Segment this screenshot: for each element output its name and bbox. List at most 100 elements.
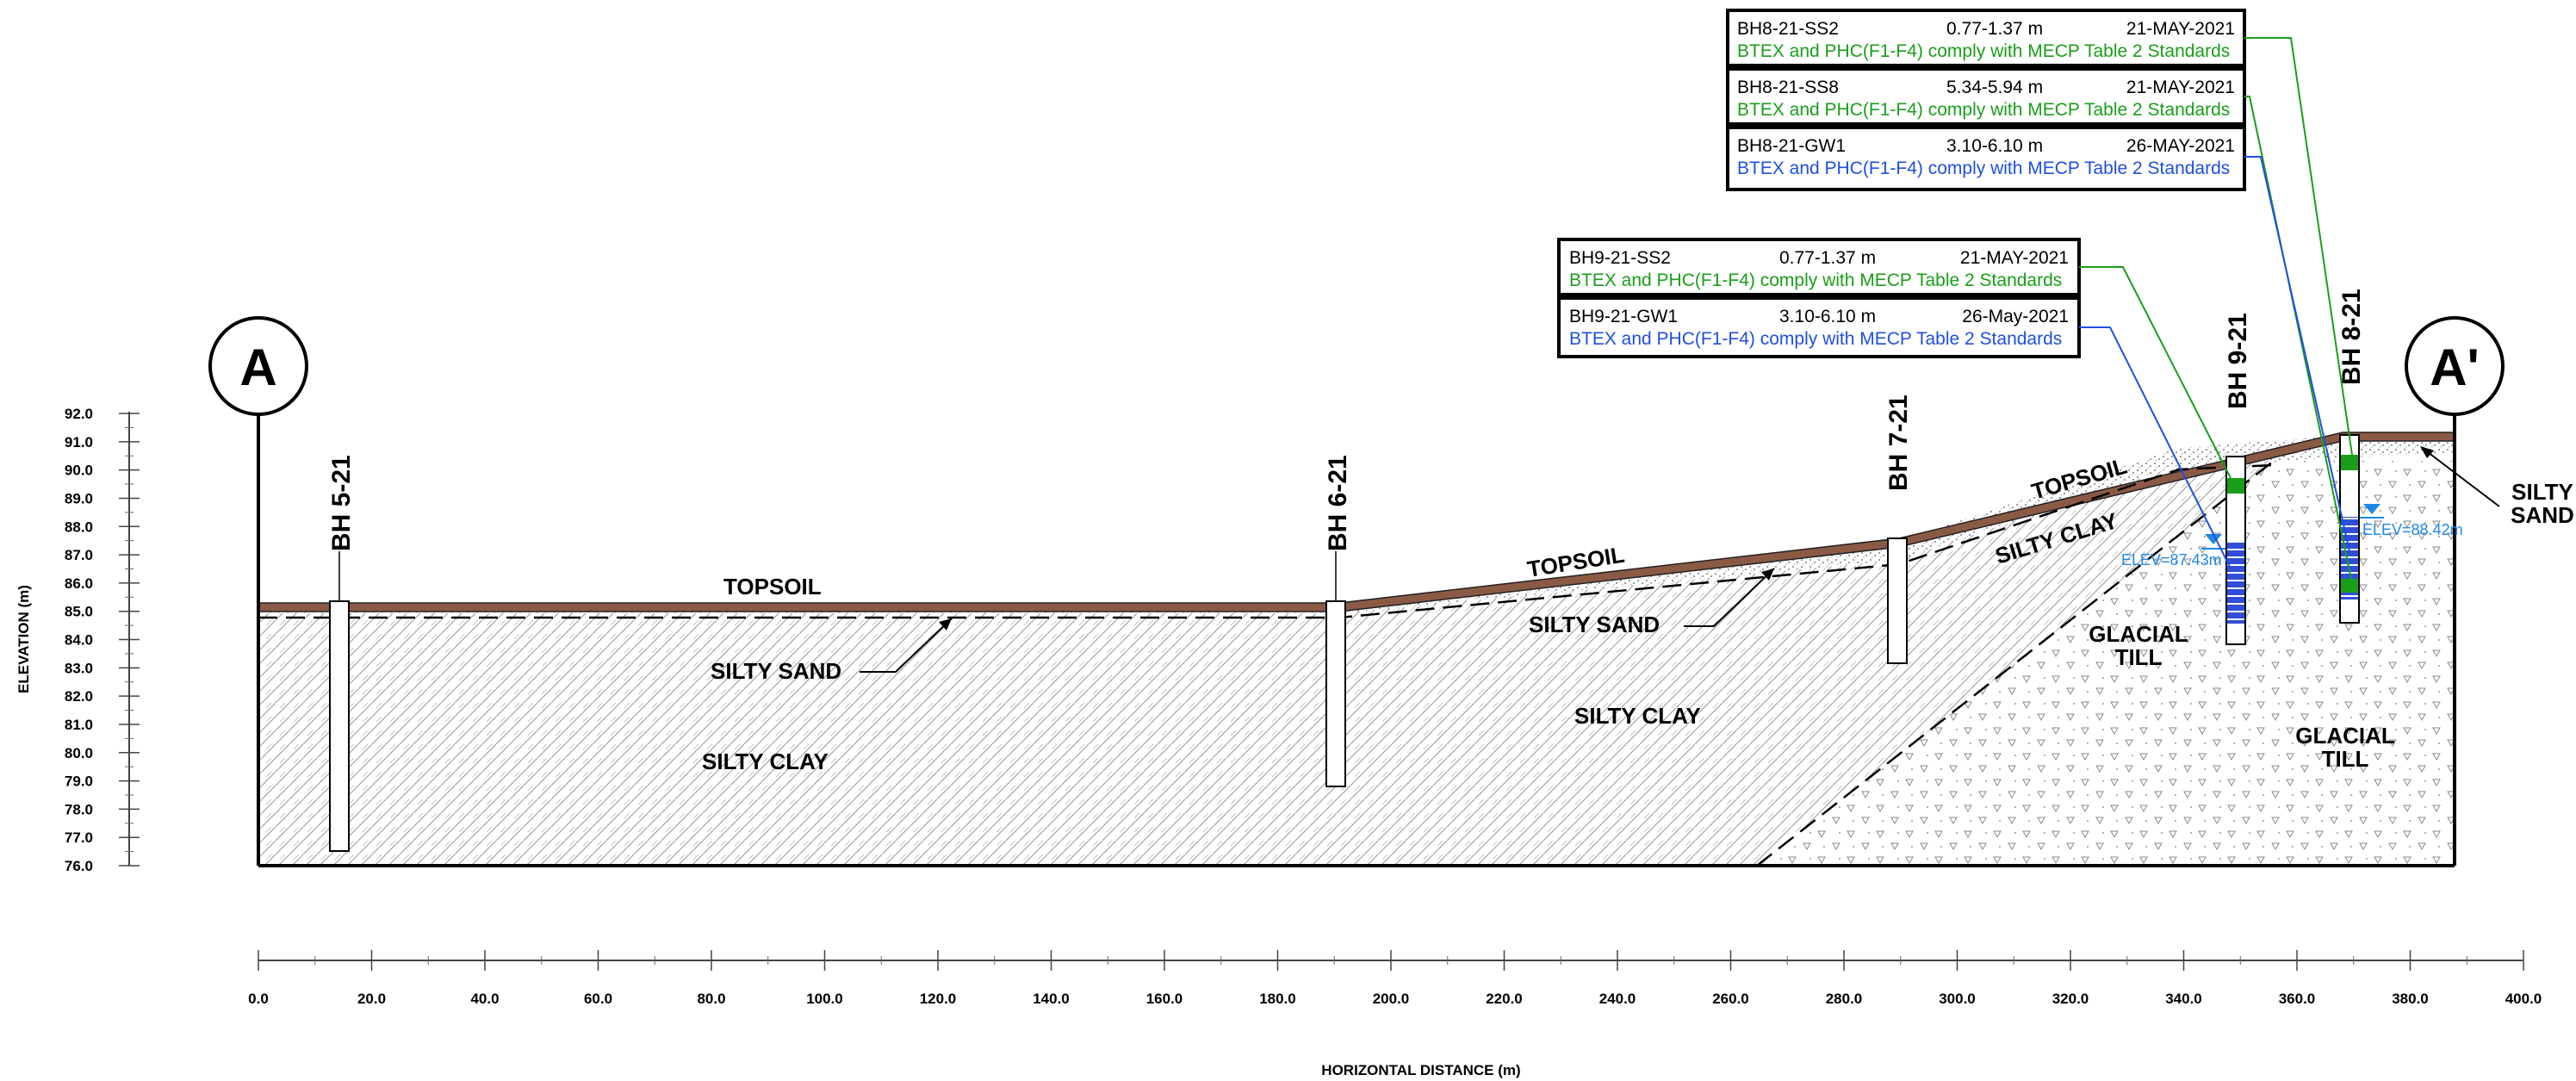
sample-id: BH8-21-GW1 xyxy=(1737,136,1846,156)
layer-label-glacial-till: GLACIAL xyxy=(2089,621,2188,647)
borehole-bh5-21: BH 5-21 xyxy=(327,455,356,852)
layer-label-glacial-till: TILL xyxy=(2115,644,2163,670)
sample-depth: 3.10-6.10 m xyxy=(1779,307,1876,326)
borehole-label: BH 7-21 xyxy=(1884,395,1913,491)
y-tick-label: 77.0 xyxy=(65,829,93,846)
borehole-label: BH 6-21 xyxy=(1324,455,1352,551)
sample-box-bh8-21-gw1: BH8-21-GW1 3.10-6.10 m 26-MAY-2021 BTEX … xyxy=(1726,126,2246,191)
sample-note: BTEX and PHC(F1-F4) comply with MECP Tab… xyxy=(1737,158,2230,178)
y-tick-label: 82.0 xyxy=(65,688,93,705)
x-tick-label: 380.0 xyxy=(2392,991,2429,1007)
layer-label-topsoil: TOPSOIL xyxy=(723,574,822,600)
sample-date: 21-MAY-2021 xyxy=(2126,19,2235,39)
x-tick-label: 260.0 xyxy=(1712,991,1749,1007)
y-tick-label: 79.0 xyxy=(65,773,93,790)
section-end-label: A' xyxy=(2430,339,2480,396)
x-axis: 0.0 20.0 40.0 60.0 80.0 100.0 120.0 140.0 160.0 1… xyxy=(248,950,2542,1007)
y-tick-label: 78.0 xyxy=(65,801,93,817)
sample-date: 26-May-2021 xyxy=(1962,307,2069,326)
sample-depth: 0.77-1.37 m xyxy=(1946,19,2043,39)
y-tick-label: 90.0 xyxy=(65,463,93,479)
layer-label-silty-sand-split: SILTY xyxy=(2511,479,2573,505)
water-level-bh9-21: ELEV=87.43m xyxy=(2121,534,2225,568)
y-tick-label: 86.0 xyxy=(65,575,93,592)
sample-box-bh9-21-gw1: BH9-21-GW1 3.10-6.10 m 26-May-2021 BTEX … xyxy=(1557,296,2081,358)
y-tick-label: 91.0 xyxy=(65,434,93,450)
silty-sand-layer xyxy=(258,435,2455,613)
water-level-icon xyxy=(2205,534,2222,544)
sample-interval-ss2 xyxy=(2341,455,2358,470)
y-tick-label: 84.0 xyxy=(65,632,93,649)
ground-layers xyxy=(257,413,2456,867)
section-marker-a-prime: A' xyxy=(2405,316,2505,416)
y-tick-label: 92.0 xyxy=(65,406,93,422)
sample-id: BH8-21-SS8 xyxy=(1737,78,1839,97)
borehole-label: BH 5-21 xyxy=(327,455,356,551)
water-level-icon xyxy=(2363,504,2380,514)
sample-date: 26-MAY-2021 xyxy=(2126,136,2235,156)
section-start-label: A xyxy=(239,339,276,396)
sample-note: BTEX and PHC(F1-F4) comply with MECP Tab… xyxy=(1569,270,2062,290)
borehole-bh7-21: BH 7-21 xyxy=(1884,395,1913,664)
x-tick-label: 80.0 xyxy=(697,991,725,1007)
water-level-label: ELEV=88.42m xyxy=(2362,521,2463,538)
x-tick-label: 280.0 xyxy=(1826,991,1863,1007)
x-tick-label: 160.0 xyxy=(1146,991,1183,1007)
sample-depth: 5.34-5.94 m xyxy=(1946,78,2043,97)
x-tick-label: 20.0 xyxy=(357,991,386,1007)
x-tick-label: 180.0 xyxy=(1259,991,1296,1007)
layer-label-glacial-till: TILL xyxy=(2322,746,2369,772)
water-level-label: ELEV=87.43m xyxy=(2121,551,2222,568)
x-tick-label: 40.0 xyxy=(470,991,499,1007)
x-tick-label: 360.0 xyxy=(2279,991,2316,1007)
layer-label-silty-sand-split: SAND xyxy=(2511,502,2574,528)
box-leaders xyxy=(2079,37,2353,580)
x-tick-label: 240.0 xyxy=(1599,991,1636,1007)
sample-date: 21-MAY-2021 xyxy=(1960,248,2069,268)
well-screen xyxy=(2227,541,2244,624)
y-tick-label: 88.0 xyxy=(65,519,93,535)
section-marker-a: A xyxy=(208,316,308,416)
sample-id: BH8-21-SS2 xyxy=(1737,19,1839,39)
layer-labels: TOPSOIL TOPSOIL TOPSOIL SILTY SAND SILTY… xyxy=(702,446,2574,774)
x-tick-label: 340.0 xyxy=(2165,991,2202,1007)
x-tick-label: 120.0 xyxy=(920,991,957,1007)
x-tick-label: 300.0 xyxy=(1939,991,1976,1007)
x-tick-label: 400.0 xyxy=(2505,991,2542,1007)
sample-date: 21-MAY-2021 xyxy=(2126,78,2235,97)
sample-note: BTEX and PHC(F1-F4) comply with MECP Tab… xyxy=(1737,100,2230,120)
sample-depth: 0.77-1.37 m xyxy=(1779,248,1876,268)
y-tick-label: 87.0 xyxy=(65,547,93,563)
y-tick-label: 76.0 xyxy=(65,858,93,874)
sample-id: BH9-21-GW1 xyxy=(1569,307,1678,326)
silty-clay-layer-upper xyxy=(1339,461,2274,866)
y-tick-label: 83.0 xyxy=(65,660,93,676)
y-axis-label: ELEVATION (m) xyxy=(16,585,32,693)
x-tick-label: 140.0 xyxy=(1033,991,1070,1007)
x-tick-label: 220.0 xyxy=(1486,991,1523,1007)
sample-note: BTEX and PHC(F1-F4) comply with MECP Tab… xyxy=(1737,41,2230,61)
water-level-bh8-21: ELEV=88.42m xyxy=(2360,504,2463,538)
layer-label-silty-sand: SILTY SAND xyxy=(711,658,841,684)
layer-label-silty-clay: SILTY CLAY xyxy=(702,749,829,774)
glacial-till-layer xyxy=(1757,461,2455,866)
x-tick-label: 0.0 xyxy=(248,991,269,1007)
layer-label-silty-sand: SILTY SAND xyxy=(1529,612,1660,637)
y-tick-label: 85.0 xyxy=(65,604,93,620)
borehole-bh6-21: BH 6-21 xyxy=(1324,455,1352,787)
sample-box-bh8-21-ss2: BH8-21-SS2 0.77-1.37 m 21-MAY-2021 BTEX … xyxy=(1726,9,2246,67)
borehole-label: BH 8-21 xyxy=(2337,289,2366,385)
x-tick-label: 100.0 xyxy=(806,991,843,1007)
silty-clay-layer xyxy=(258,613,1757,866)
x-tick-label: 60.0 xyxy=(584,991,612,1007)
x-axis-label: HORIZONTAL DISTANCE (m) xyxy=(1321,1062,1520,1078)
y-axis: 92.0 91.0 90.0 89.0 88.0 87.0 86.0 85.0 84.0 83.0… xyxy=(65,406,140,874)
y-tick-label: 81.0 xyxy=(65,717,93,733)
borehole-bh9-21: BH 9-21 xyxy=(2224,313,2252,645)
sample-interval-ss2 xyxy=(2227,478,2244,494)
borehole-label: BH 9-21 xyxy=(2224,313,2252,409)
y-tick-label: 89.0 xyxy=(65,490,93,506)
sample-note: BTEX and PHC(F1-F4) comply with MECP Tab… xyxy=(1569,329,2062,349)
sample-depth: 3.10-6.10 m xyxy=(1946,136,2043,156)
